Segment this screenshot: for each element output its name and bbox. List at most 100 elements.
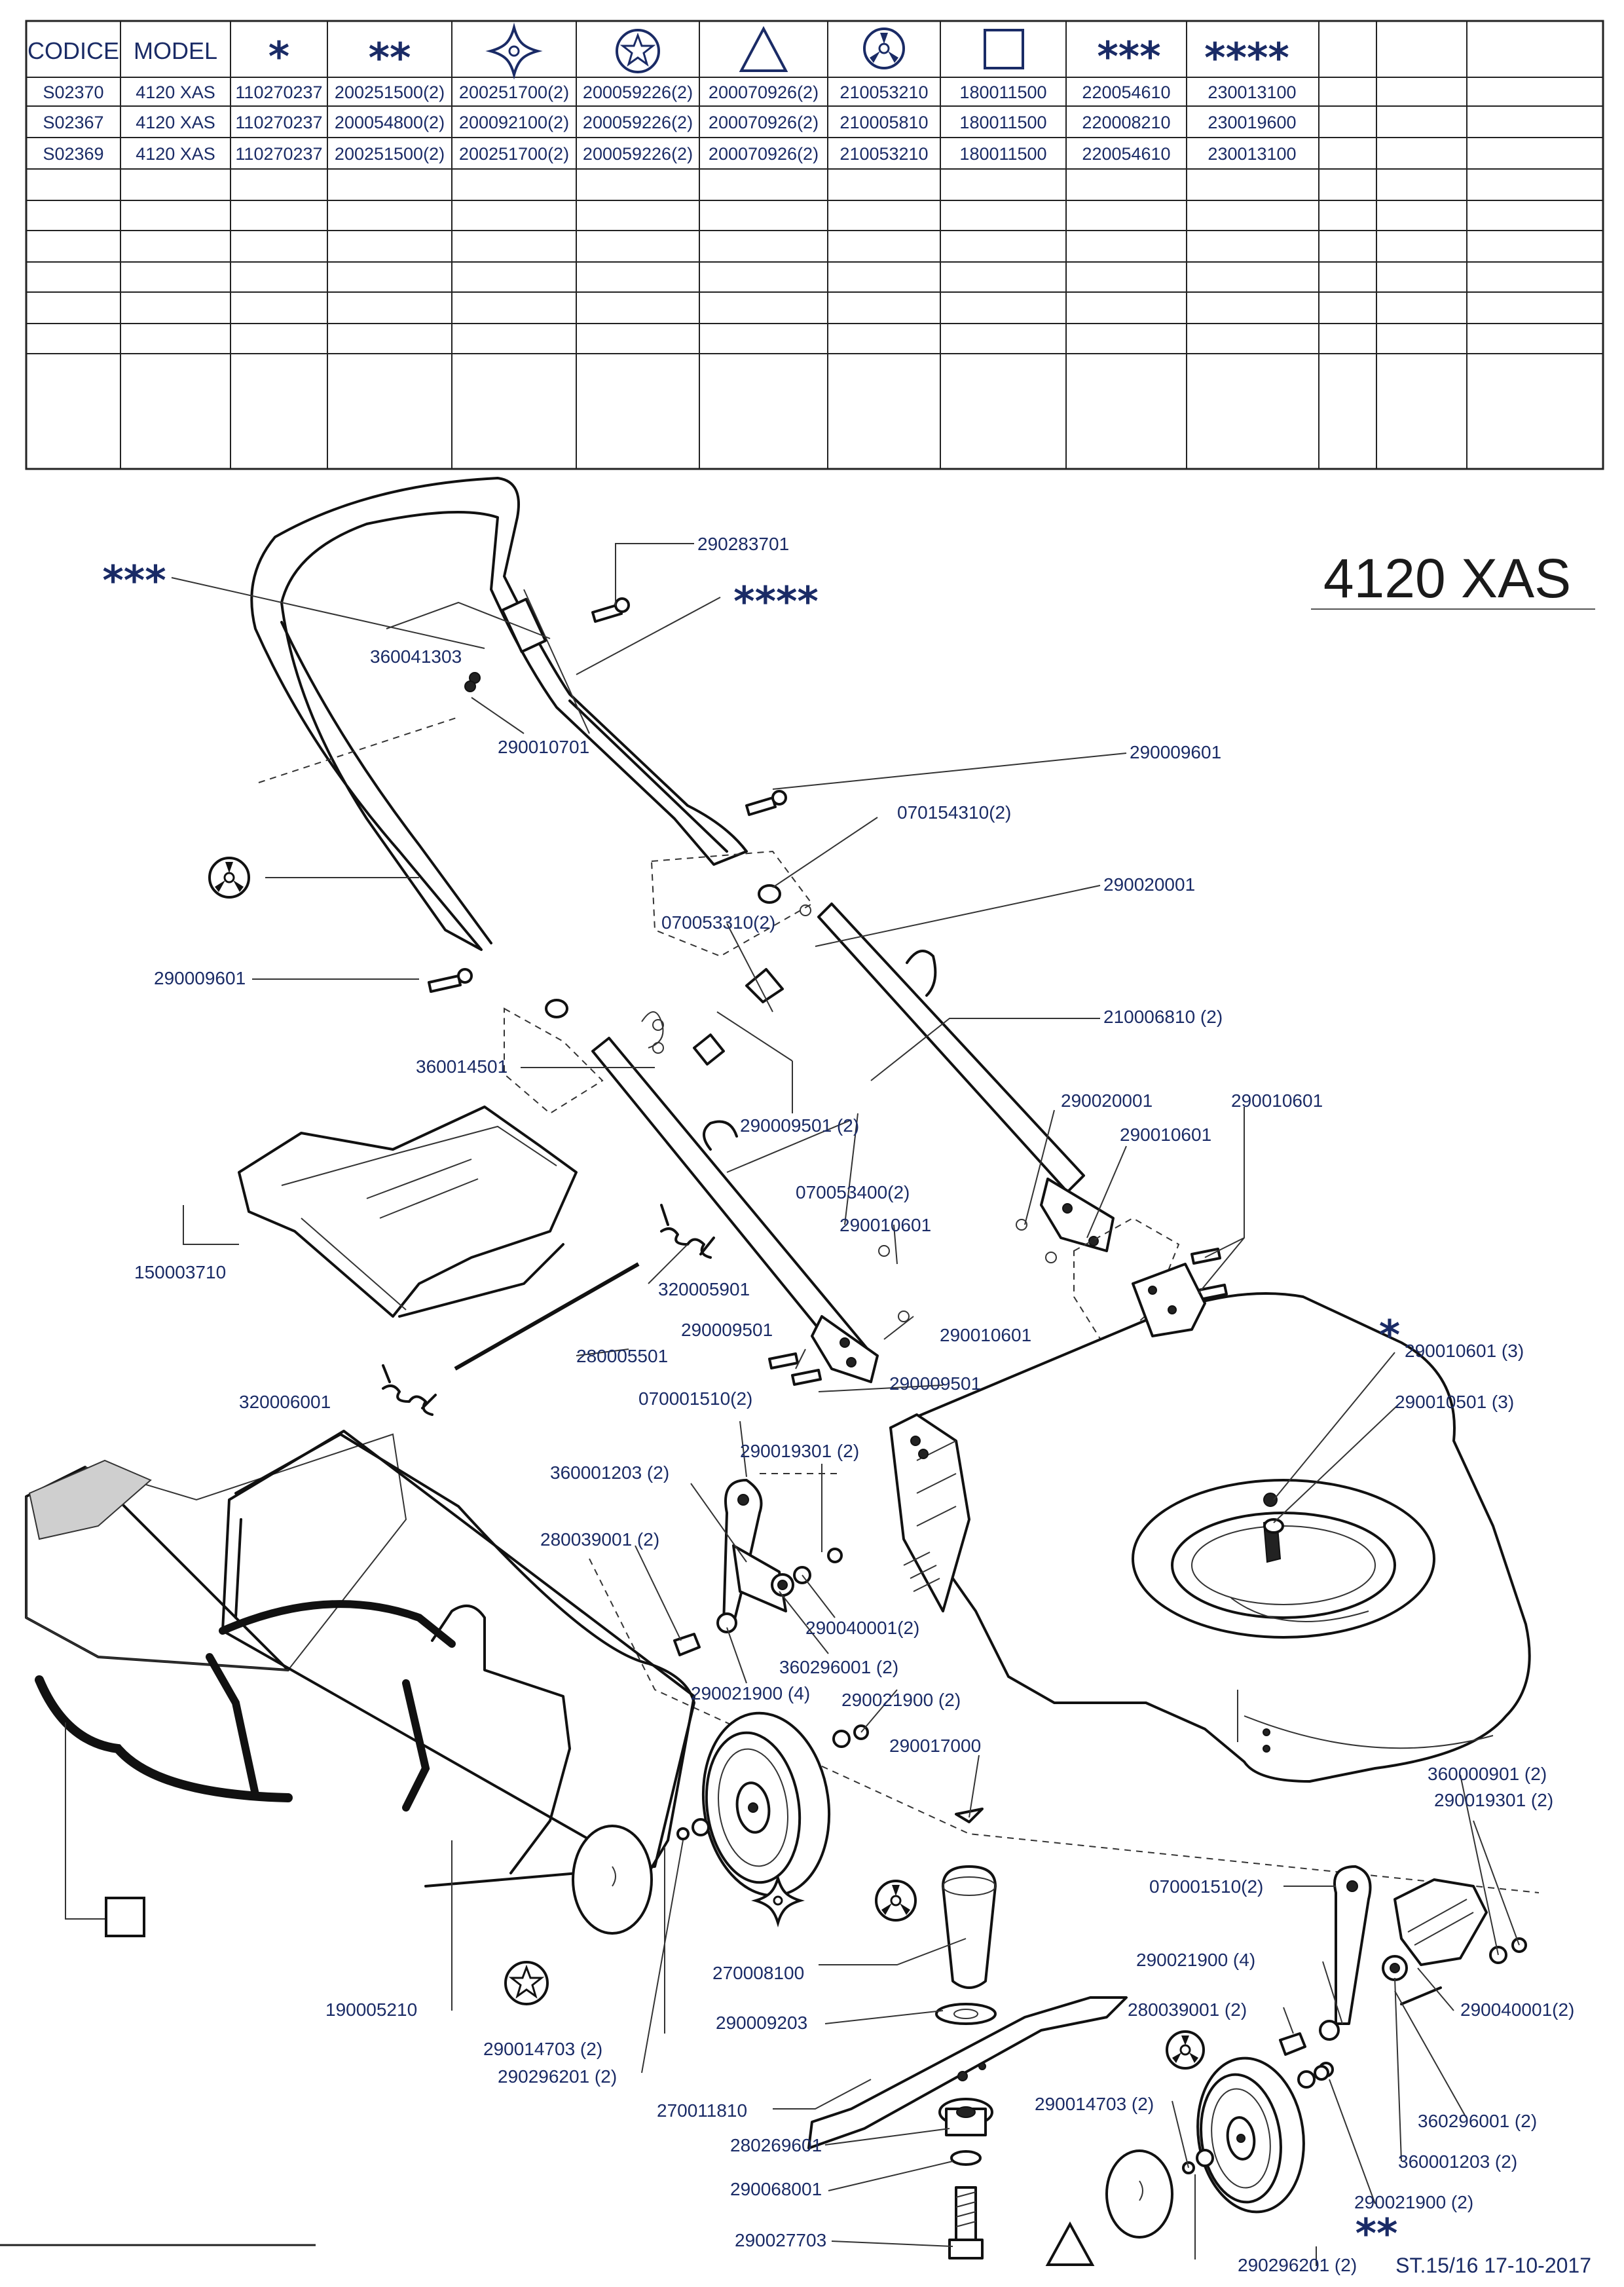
svg-text:220054610: 220054610 bbox=[1082, 144, 1170, 164]
footer-revision: ST.15/16 17-10-2017 bbox=[1395, 2254, 1591, 2277]
part-label: 290040001(2) bbox=[805, 1618, 919, 1638]
triangle-icon bbox=[739, 26, 788, 72]
part-label: 290020001 bbox=[1103, 874, 1195, 895]
part-label: 290017000 bbox=[889, 1736, 981, 1756]
part-label: 290027703 bbox=[735, 2230, 826, 2250]
lower-handle-right bbox=[817, 902, 1115, 1252]
cross-icon bbox=[485, 22, 543, 80]
wheel-hub-icon bbox=[875, 1880, 917, 1922]
part-label: 290009501 bbox=[681, 1320, 773, 1340]
part-label: 280269601 bbox=[730, 2135, 822, 2155]
part-label: 290021900 (4) bbox=[1136, 1950, 1255, 1970]
svg-text:200251700(2): 200251700(2) bbox=[459, 144, 569, 164]
part-label: 290010601 bbox=[840, 1215, 931, 1235]
svg-text:180011500: 180011500 bbox=[959, 113, 1046, 132]
part-label: 290296201 (2) bbox=[1238, 2255, 1357, 2275]
svg-text:200251500(2): 200251500(2) bbox=[335, 144, 445, 164]
parts-drawing bbox=[25, 477, 1540, 2266]
table-grid bbox=[26, 21, 1603, 469]
part-label: 290009601 bbox=[154, 968, 246, 988]
svg-text:230019600: 230019600 bbox=[1208, 113, 1296, 132]
part-label: 290014703 (2) bbox=[1035, 2094, 1154, 2114]
part-label: 290009501 bbox=[889, 1373, 981, 1394]
svg-text:4120 XAS: 4120 XAS bbox=[136, 83, 215, 102]
part-label: 070001510(2) bbox=[1149, 1876, 1263, 1897]
part-label: 360001203 (2) bbox=[1398, 2151, 1517, 2172]
svg-text:S02369: S02369 bbox=[43, 144, 103, 164]
svg-text:4120 XAS: 4120 XAS bbox=[136, 144, 215, 164]
part-label: 290020001 bbox=[1061, 1090, 1153, 1111]
part-label: 070053310(2) bbox=[661, 912, 775, 933]
grass-catcher bbox=[25, 1430, 695, 1887]
square-icon bbox=[984, 29, 1024, 69]
part-label: 320005901 bbox=[658, 1279, 750, 1299]
marker-handle-upper: *** bbox=[102, 557, 166, 604]
header-star-2: ** bbox=[369, 34, 411, 82]
parts-table: CODICE MODEL * ** *** **** S02370 4120 X… bbox=[25, 20, 1604, 470]
part-label: 280039001 (2) bbox=[540, 1529, 659, 1550]
svg-text:110270237: 110270237 bbox=[235, 113, 322, 132]
marker-rear-wheel: ** bbox=[1356, 2210, 1398, 2258]
marker-handle-lower: **** bbox=[733, 578, 819, 625]
svg-text:210053210: 210053210 bbox=[840, 83, 928, 102]
svg-text:210005810: 210005810 bbox=[840, 113, 928, 132]
wheel-hub-icon bbox=[1166, 2030, 1205, 2070]
svg-text:200059226(2): 200059226(2) bbox=[583, 113, 693, 132]
part-label: 290014703 (2) bbox=[483, 2039, 602, 2059]
part-label: 290068001 bbox=[730, 2179, 822, 2199]
mower-deck bbox=[889, 1263, 1531, 1783]
height-lever-right bbox=[1279, 1865, 1527, 2077]
header-star-1: * bbox=[268, 33, 289, 81]
svg-text:230013100: 230013100 bbox=[1208, 83, 1296, 102]
svg-text:200092100(2): 200092100(2) bbox=[459, 113, 569, 132]
svg-text:200059226(2): 200059226(2) bbox=[583, 144, 693, 164]
part-label: 290010601 bbox=[1231, 1090, 1323, 1111]
svg-text:220008210: 220008210 bbox=[1082, 113, 1170, 132]
svg-text:180011500: 180011500 bbox=[959, 144, 1046, 164]
part-label: 290009501 (2) bbox=[740, 1115, 859, 1136]
model-title: 4120 XAS bbox=[1323, 548, 1571, 609]
part-label: 270008100 bbox=[712, 1963, 804, 1983]
star-circle-icon bbox=[504, 1961, 549, 2005]
square-icon bbox=[105, 1897, 145, 1937]
marker-deck: * bbox=[1379, 1311, 1400, 1359]
header-codice: CODICE bbox=[28, 37, 119, 64]
wheel-hub-icon bbox=[863, 28, 905, 69]
svg-text:180011500: 180011500 bbox=[959, 83, 1046, 102]
part-label: 290019301 (2) bbox=[1434, 1790, 1553, 1810]
part-label: 360000901 (2) bbox=[1428, 1764, 1547, 1784]
wheel-rear-right bbox=[1105, 2056, 1329, 2239]
svg-text:S02370: S02370 bbox=[43, 83, 103, 102]
springs bbox=[382, 1204, 715, 1416]
lower-handle-left bbox=[591, 1037, 879, 1383]
part-label: 070053400(2) bbox=[796, 1182, 910, 1202]
svg-text:200059226(2): 200059226(2) bbox=[583, 83, 693, 102]
part-label: 360014501 bbox=[416, 1056, 507, 1077]
part-labels: 290283701 360041303 290010701 290009601 … bbox=[134, 534, 1574, 2275]
part-label: 190005210 bbox=[325, 1999, 417, 2020]
part-label: 210006810 (2) bbox=[1103, 1007, 1223, 1027]
svg-text:110270237: 110270237 bbox=[235, 144, 322, 164]
svg-text:220054610: 220054610 bbox=[1082, 83, 1170, 102]
part-label: 290019301 (2) bbox=[740, 1441, 859, 1461]
svg-text:200070926(2): 200070926(2) bbox=[709, 144, 819, 164]
upper-handle bbox=[250, 477, 748, 951]
blade-assembly bbox=[807, 1808, 1128, 2259]
star-circle-icon bbox=[616, 29, 660, 73]
part-label: 280039001 (2) bbox=[1128, 1999, 1247, 2020]
part-label: 290009601 bbox=[1130, 742, 1221, 762]
svg-text:200054800(2): 200054800(2) bbox=[335, 113, 445, 132]
svg-text:230013100: 230013100 bbox=[1208, 144, 1296, 164]
part-label: 290283701 bbox=[697, 534, 789, 554]
part-label: 070001510(2) bbox=[638, 1388, 752, 1409]
header-model: MODEL bbox=[134, 37, 217, 64]
part-label: 290021900 (2) bbox=[841, 1690, 961, 1710]
svg-text:4120 XAS: 4120 XAS bbox=[136, 113, 215, 132]
table-row: S02370 4120 XAS 110270237 200251500(2) 2… bbox=[43, 83, 1296, 102]
wheel-front-left bbox=[572, 1711, 869, 1935]
svg-text:200070926(2): 200070926(2) bbox=[709, 83, 819, 102]
table-row: S02367 4120 XAS 110270237 200054800(2) 2… bbox=[43, 113, 1296, 132]
rear-deflector bbox=[238, 1106, 578, 1318]
svg-text:110270237: 110270237 bbox=[235, 83, 322, 102]
